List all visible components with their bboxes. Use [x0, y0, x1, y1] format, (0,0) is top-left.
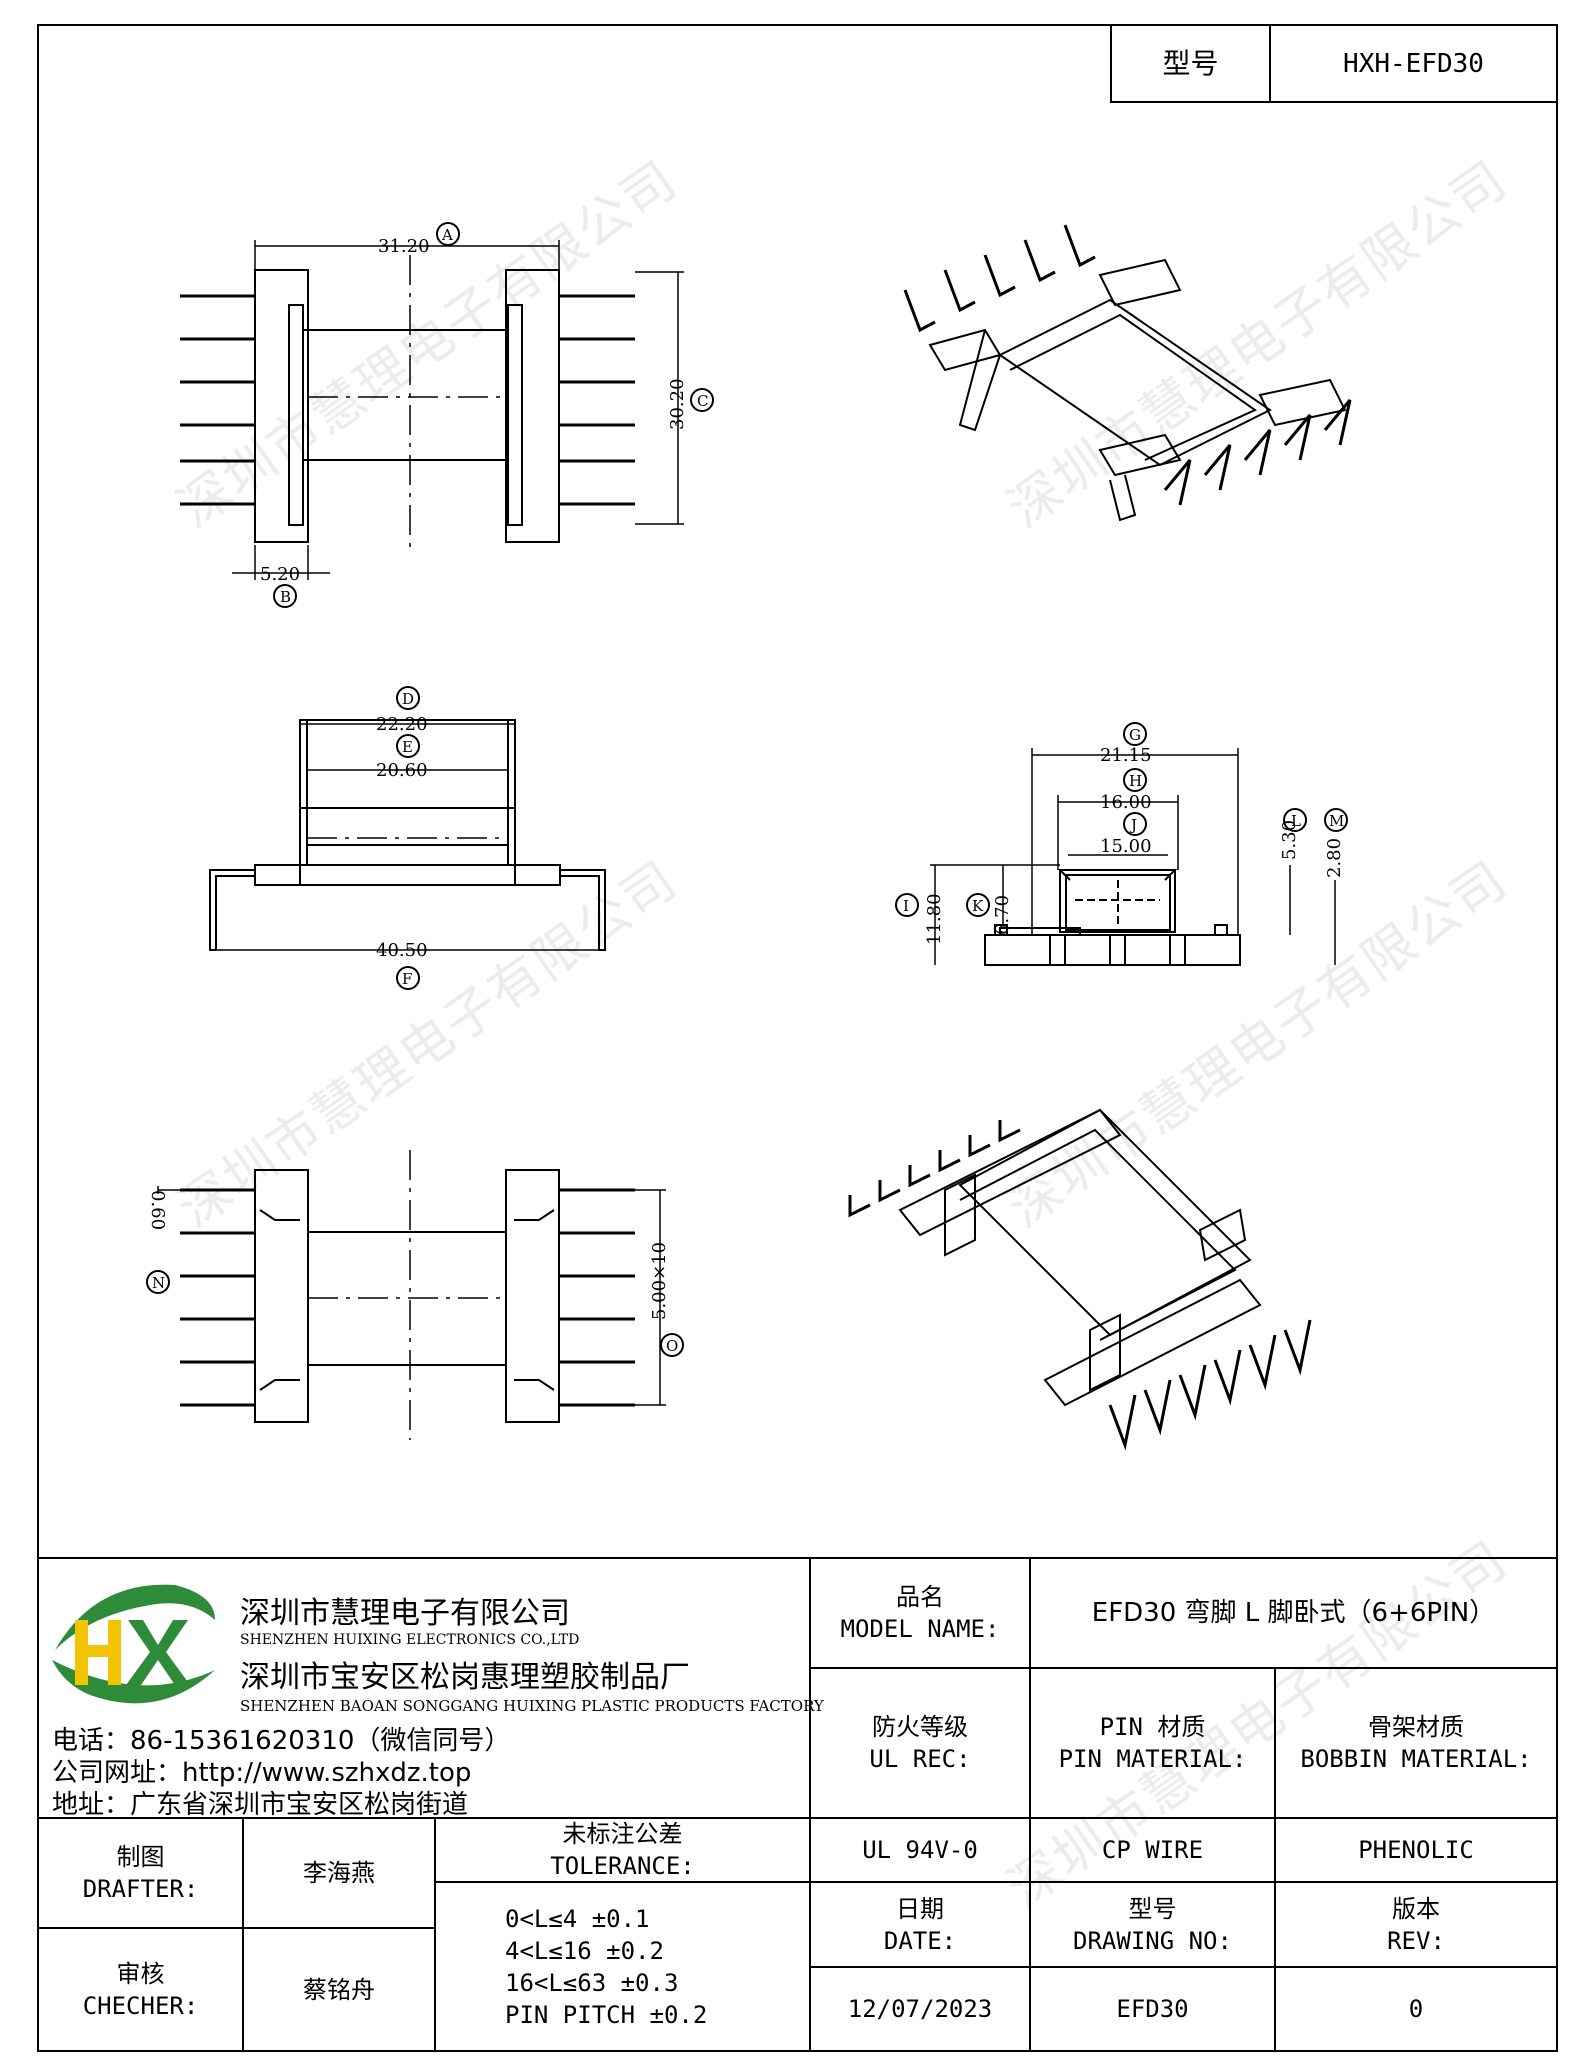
tolerance-label: 未标注公差 TOLERANCE: [435, 1818, 810, 1882]
dim-O-value: 5.00×10 [649, 1242, 670, 1320]
svg-text:K: K [972, 897, 984, 915]
svg-text:M: M [1329, 812, 1344, 830]
drafter-label: 制图 DRAFTER: [38, 1818, 243, 1928]
tolerance-cn: 未标注公差 [562, 1820, 683, 1848]
dim-N-value: 0.60 [147, 1190, 168, 1230]
svg-text:B: B [280, 588, 291, 606]
pin-material-label: PIN 材质 PIN MATERIAL: [1030, 1668, 1275, 1818]
dim-G-value: 21.15 [1100, 745, 1152, 766]
company-name-cn: 深圳市慧理电子有限公司 [240, 1596, 570, 1631]
dim-D-value: 22.20 [376, 714, 428, 735]
view-end [895, 722, 1348, 966]
header-model-value: HXH-EFD30 [1343, 48, 1484, 79]
date-label: 日期 DATE: [810, 1882, 1030, 1967]
bobbin-material-en: BOBBIN MATERIAL: [1300, 1745, 1532, 1773]
view-side [209, 686, 606, 990]
date-cn: 日期 [896, 1894, 944, 1923]
company-phone: 电话：86-15361620310（微信同号） [52, 1726, 511, 1756]
drawing-border [37, 24, 1558, 2052]
pin-material-cn: PIN 材质 [1099, 1713, 1206, 1741]
dim-A-value: 31.20 [378, 236, 430, 257]
svg-text:G: G [1129, 726, 1141, 744]
company-logo [52, 1584, 215, 1704]
svg-text:O: O [666, 1337, 678, 1355]
model-name-value: EFD30 弯脚 L 脚卧式（6+6PIN） [1091, 1598, 1496, 1628]
checker-en: CHECHER: [82, 1991, 199, 2020]
view-front [180, 222, 714, 608]
model-name-label: 品名 MODEL NAME: [810, 1558, 1030, 1668]
rev-value: 0 [1408, 1995, 1424, 2023]
dim-L-value: 5.30 [1279, 820, 1300, 860]
svg-text:F: F [402, 970, 412, 988]
view-top [146, 1150, 684, 1440]
svg-text:D: D [402, 690, 414, 708]
svg-text:A: A [441, 226, 453, 244]
view-iso-top [903, 224, 1352, 522]
dim-J-value: 15.00 [1100, 836, 1152, 857]
drawing-no-en: DRAWING NO: [1073, 1926, 1232, 1955]
checker-value: 蔡铭舟 [303, 1975, 375, 2004]
pin-material-value: CP WIRE [1101, 1836, 1204, 1864]
drawing-no-value: EFD30 [1116, 1995, 1189, 2023]
company-website: 公司网址：http://www.szhxdz.top [52, 1758, 472, 1788]
dim-E-value: 20.60 [376, 760, 428, 781]
header-model-label: 型号 [1162, 46, 1219, 80]
pin-material-en: PIN MATERIAL: [1058, 1745, 1247, 1773]
header-box [1110, 24, 1558, 103]
svg-text:H: H [1129, 772, 1142, 790]
svg-text:C: C [697, 392, 708, 410]
dim-H-value: 16.00 [1100, 792, 1152, 813]
tolerance-list: 0<L≤4 ±0.1 4<L≤16 ±0.2 16<L≤63 ±0.3 PIN … [435, 1882, 810, 2051]
tolerance-line: 4<L≤16 ±0.2 [505, 1936, 664, 1965]
ul-rec-cn: 防火等级 [872, 1713, 968, 1741]
model-name-en: MODEL NAME: [840, 1615, 1000, 1643]
ul-rec-label: 防火等级 UL REC: [810, 1668, 1030, 1818]
factory-name-cn: 深圳市宝安区松岗惠理塑胶制品厂 [240, 1660, 690, 1695]
drawing-no-label: 型号 DRAWING NO: [1030, 1882, 1275, 1967]
tolerance-line: 0<L≤4 ±0.1 [505, 1904, 650, 1933]
rev-cn: 版本 [1392, 1894, 1440, 1923]
dim-M-value: 2.80 [1324, 838, 1345, 878]
dim-F-value: 40.50 [376, 940, 428, 961]
tolerance-line: PIN PITCH ±0.2 [505, 2000, 708, 2029]
svg-text:J: J [1129, 816, 1137, 834]
view-iso-bottom [848, 1108, 1312, 1451]
dim-I-value: 11.80 [924, 893, 945, 945]
dim-K-value: 6.70 [992, 895, 1013, 935]
drawing-no-cn: 型号 [1128, 1894, 1177, 1923]
drafter-value: 李海燕 [303, 1859, 375, 1887]
drafter-cn: 制图 [116, 1843, 165, 1871]
company-address: 地址：广东省深圳市宝安区松岗街道 [52, 1790, 469, 1820]
drafter-en: DRAFTER: [82, 1875, 199, 1903]
rev-label: 版本 REV: [1275, 1882, 1557, 1967]
ul-rec-en: UL REC: [869, 1745, 971, 1773]
bobbin-material-label: 骨架材质 BOBBIN MATERIAL: [1275, 1668, 1557, 1818]
checker-cn: 审核 [116, 1959, 165, 1988]
company-name-en: SHENZHEN HUIXING ELECTRONICS CO.,LTD [240, 1632, 580, 1648]
bobbin-material-value: PHENOLIC [1358, 1836, 1474, 1864]
svg-text:N: N [152, 1274, 165, 1292]
tolerance-line: 16<L≤63 ±0.3 [505, 1968, 679, 1997]
svg-text:L: L [1291, 812, 1301, 830]
date-en: DATE: [883, 1926, 957, 1955]
tolerance-en: TOLERANCE: [550, 1852, 695, 1880]
svg-text:I: I [903, 897, 909, 915]
checker-label: 审核 CHECHER: [38, 1928, 243, 2051]
dim-B-value: 5.20 [260, 564, 300, 585]
ul-rec-value: UL 94V-0 [862, 1836, 978, 1864]
svg-text:E: E [402, 738, 413, 756]
date-value: 12/07/2023 [847, 1995, 993, 2023]
model-name-cn: 品名 [896, 1583, 944, 1611]
rev-en: REV: [1387, 1926, 1445, 1955]
dim-C-value: 30.20 [667, 378, 688, 430]
factory-name-en: SHENZHEN BAOAN SONGGANG HUIXING PLASTIC … [240, 1697, 824, 1715]
bobbin-material-cn: 骨架材质 [1368, 1713, 1464, 1741]
